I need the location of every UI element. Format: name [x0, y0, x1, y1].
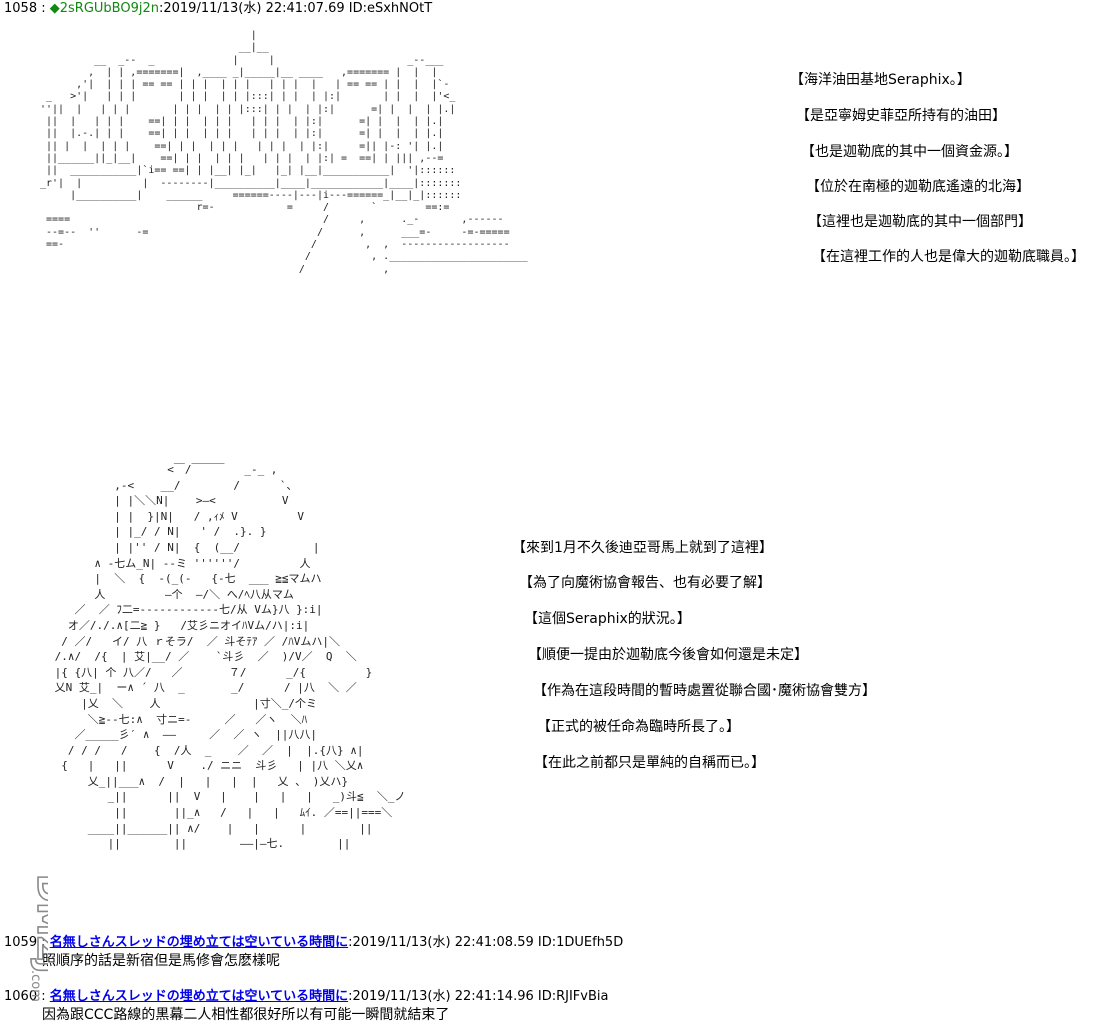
poster-name-link[interactable]: 名無しさんスレッドの埋め立ては空いている時間に: [49, 935, 349, 950]
post-number[interactable]: 1059: [4, 935, 38, 950]
post-meta: :2019/11/13(水) 22:41:08.59 ID:1DUEfh5D: [348, 935, 624, 950]
narration-caption: 【正式的被任命為臨時所長了。】: [537, 719, 740, 735]
poster-name-link[interactable]: 名無しさんスレッドの埋め立ては空いている時間に: [49, 989, 349, 1004]
narration-caption: 【來到1月不久後迪亞哥馬上就到了這裡】: [512, 540, 773, 556]
post-number[interactable]: 1058: [4, 1, 38, 16]
narration-caption: 【這個Seraphix的狀況。】: [524, 611, 691, 627]
narration-caption: 【順便一提由於迦勒底今後會如何還是未定】: [528, 647, 808, 663]
post-body: 照順序的話是新宿但是馬修會怎麽樣呢: [42, 953, 280, 969]
narration-caption: 【這裡也是迦勒底的其中一個部門】: [808, 214, 1032, 230]
watermark-logo-text: DMZJ: [29, 874, 48, 973]
narration-caption: 【在此之前都只是單純的自稱而已。】: [534, 755, 765, 771]
post-header: 1060 : 名無しさんスレッドの埋め立ては空いている時間に:2019/11/1…: [4, 989, 609, 1004]
post-header: 1059 : 名無しさんスレッドの埋め立ては空いている時間に:2019/11/1…: [4, 935, 624, 950]
dmzj-watermark-logo: DMZJ .com: [28, 873, 48, 1002]
post-header: 1058 : ◆2sRGUbBO9j2n:2019/11/13(水) 22:41…: [4, 1, 432, 17]
post-separator: :: [37, 1, 50, 16]
narration-caption: 【海洋油田基地Seraphix。】: [790, 72, 971, 88]
narration-caption: 【也是迦勒底的其中一個資金源。】: [801, 144, 1018, 160]
ascii-art-oil-platform: | __|__ __ _-- _ | | _--___ , | | ,=====…: [40, 30, 528, 275]
post-meta: :2019/11/13(水) 22:41:07.69 ID:eSxhNOtT: [158, 1, 433, 16]
narration-caption: 【是亞寧姆史菲亞所持有的油田】: [796, 108, 1006, 124]
watermark-domain-text: .com: [28, 970, 43, 1002]
post-body: 因為跟CCC路線的黒幕二人相性都很好所以有可能一瞬間就結束了: [42, 1007, 450, 1023]
post-meta: :2019/11/13(水) 22:41:14.96 ID:RJIFvBia: [348, 989, 609, 1004]
narration-caption: 【位於在南極的迦勒底遙遠的北海】: [806, 179, 1030, 195]
narration-caption: 【為了向魔術協會報告、也有必要了解】: [519, 575, 771, 591]
narration-caption: 【作為在這段時間的暫時處置從聯合國･魔術協會雙方】: [533, 683, 876, 699]
poster-trip: ◆2sRGUbBO9j2n: [49, 1, 159, 16]
ascii-art-character: <￣/￣￣￣ _-_ , ,-< __/ / `、 | |＼＼N| >―< V …: [54, 463, 406, 851]
narration-caption: 【在這裡工作的人也是偉大的迦勒底職員。】: [812, 249, 1085, 265]
post-number[interactable]: 1060: [4, 989, 38, 1004]
